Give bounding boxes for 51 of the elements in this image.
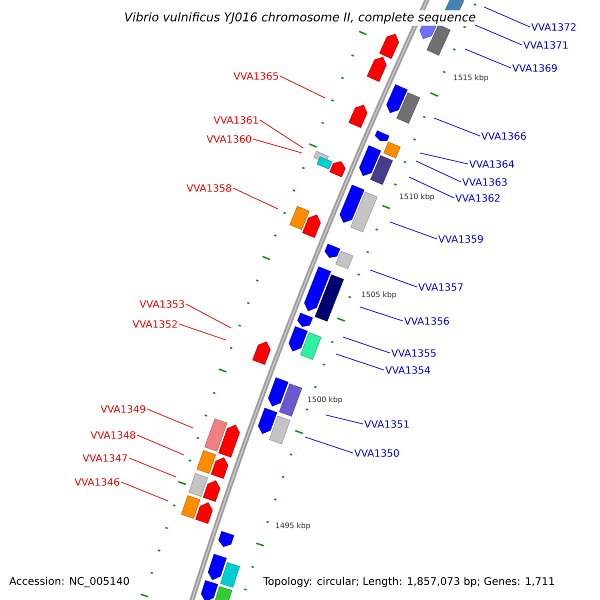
leader-line xyxy=(252,138,302,154)
leader-line xyxy=(136,434,184,456)
leader-line xyxy=(326,414,364,424)
gene-label: VVA1348 xyxy=(90,431,136,439)
leader-line xyxy=(336,354,384,370)
gene-label: VVA1358 xyxy=(186,184,232,192)
gene-label: VVA1364 xyxy=(469,160,514,168)
leader-line xyxy=(360,306,404,322)
title: Vibrio vulnificus YJ016 chromosome II, complete sequence xyxy=(122,10,478,26)
gene-label: VVA1355 xyxy=(391,349,436,357)
leader-line xyxy=(260,120,304,148)
leader-line xyxy=(280,76,326,98)
gene-label: VVA1350 xyxy=(354,449,399,457)
gene-label: VVA1353 xyxy=(140,300,184,308)
summary-text: Topology: circular; Length: 1,857,073 bp; Genes: 1,711 xyxy=(263,576,554,588)
leader-line xyxy=(128,458,176,478)
gene-label: VVA1347 xyxy=(82,454,127,462)
gene-label: VVA1359 xyxy=(438,235,483,243)
leader-line xyxy=(408,176,454,198)
gene-label: VVA1363 xyxy=(462,178,507,186)
gene-label: VVA1357 xyxy=(418,283,463,291)
gene-label: VVA1361 xyxy=(214,116,258,124)
leader-line xyxy=(420,152,468,164)
gene-label: VVA1356 xyxy=(404,317,449,325)
leader-line xyxy=(342,336,390,354)
gene-label: VVA1365 xyxy=(234,72,278,80)
leader-line xyxy=(484,6,530,28)
gene-label: VVA1346 xyxy=(74,478,120,486)
gene-label: VVA1351 xyxy=(364,420,409,428)
leader-line xyxy=(304,436,354,454)
leader-line xyxy=(186,304,232,328)
gene-label: VVA1360 xyxy=(206,135,252,143)
gene-label: VVA1354 xyxy=(385,366,430,374)
gene-label: VVA1366 xyxy=(481,132,526,140)
gene-label: VVA1369 xyxy=(512,64,557,72)
leader-line xyxy=(146,408,194,428)
gene-label: VVA1352 xyxy=(132,320,177,328)
leader-line xyxy=(232,188,278,210)
leader-line xyxy=(370,270,418,288)
leader-line xyxy=(464,48,512,68)
leader-line xyxy=(416,160,462,182)
gene-label: VVA1362 xyxy=(455,194,500,202)
gene-label: VVA1372 xyxy=(531,23,576,31)
gene-label: VVA1371 xyxy=(523,41,568,49)
leader-line xyxy=(434,118,480,136)
leader-line xyxy=(474,24,522,46)
leader-line xyxy=(390,222,438,240)
leader-line xyxy=(178,324,226,340)
gene-label: VVA1349 xyxy=(100,405,146,413)
accession-text: Accession: NC_005140 xyxy=(9,576,129,588)
leader-line xyxy=(120,482,168,502)
